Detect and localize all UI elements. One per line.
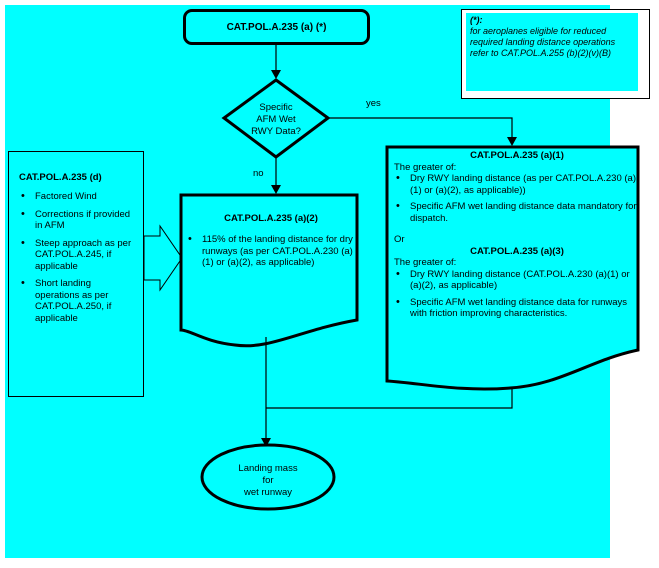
decision-line: Specific	[259, 102, 293, 113]
arrowhead-middle-box	[271, 185, 281, 194]
right-box-title-2: CAT.POL.A.235 (a)(3)	[470, 245, 564, 257]
end-node-text: Landing mass for wet runway	[225, 463, 311, 499]
connector-yes	[328, 117, 513, 139]
end-line: wet runway	[243, 487, 293, 498]
decision-line: RWY Data?	[251, 126, 301, 137]
list-item: Specific AFM wet landing distance data m…	[394, 201, 640, 224]
left-box-title: CAT.POL.A.235 (d)	[19, 172, 102, 183]
right-box-list-2: Dry RWY landing distance (CAT.POL.A.230 …	[394, 269, 640, 320]
middle-box-content: CAT.POL.A.235 (a)(2) 115% of the landing…	[186, 213, 356, 275]
right-box-list-1: Dry RWY landing distance (as per CAT.POL…	[394, 173, 640, 224]
start-box: CAT.POL.A.235 (a) (*)	[183, 9, 370, 45]
hollow-arrow-corrections	[143, 224, 183, 292]
right-box-greater-1: The greater of:	[394, 161, 457, 173]
list-item: 115% of the landing distance for dry run…	[186, 234, 356, 269]
arrowhead-end	[261, 438, 271, 447]
end-line: Landing mass	[238, 463, 298, 474]
end-ellipse	[200, 443, 336, 511]
start-label: CAT.POL.A.235 (a) (*)	[226, 21, 327, 33]
footnote-box: (*): for aeroplanes eligible for reduced…	[466, 13, 638, 91]
list-item: Specific AFM wet landing distance data f…	[394, 297, 640, 320]
footnote-text: for aeroplanes eligible for reduced requ…	[470, 26, 616, 58]
list-item: Steep approach as per CAT.POL.A.245, if …	[19, 238, 135, 273]
end-line: for	[262, 475, 274, 486]
right-box-or: Or	[394, 234, 405, 245]
list-item: Dry RWY landing distance (as per CAT.POL…	[394, 173, 640, 196]
right-box-content: CAT.POL.A.235 (a)(1) The greater of: Dry…	[394, 150, 640, 325]
right-box-title-1: CAT.POL.A.235 (a)(1)	[470, 150, 564, 161]
decision-text: Specific AFM Wet RWY Data?	[230, 102, 322, 138]
footnote-title: (*):	[470, 15, 483, 25]
list-item: Dry RWY landing distance (CAT.POL.A.230 …	[394, 269, 640, 292]
decision-line: AFM Wet	[256, 114, 296, 125]
middle-box-title: CAT.POL.A.235 (a)(2)	[224, 213, 318, 224]
left-box: CAT.POL.A.235 (d) Factored Wind Correcti…	[8, 151, 144, 397]
arrowhead-right-box	[507, 137, 517, 146]
right-box-greater-2: The greater of:	[394, 257, 457, 268]
yes-label: yes	[366, 98, 381, 109]
middle-box-list: 115% of the landing distance for dry run…	[186, 234, 356, 269]
arrowhead-decision	[271, 70, 281, 79]
list-item: Short landing operations as per CAT.POL.…	[19, 278, 135, 324]
middle-document-shape	[179, 193, 359, 348]
connector-right-merge	[266, 388, 513, 409]
left-box-list: Factored Wind Corrections if provided in…	[19, 191, 135, 324]
list-item: Factored Wind	[19, 191, 135, 203]
list-item: Corrections if provided in AFM	[19, 209, 135, 232]
no-label: no	[253, 168, 264, 179]
